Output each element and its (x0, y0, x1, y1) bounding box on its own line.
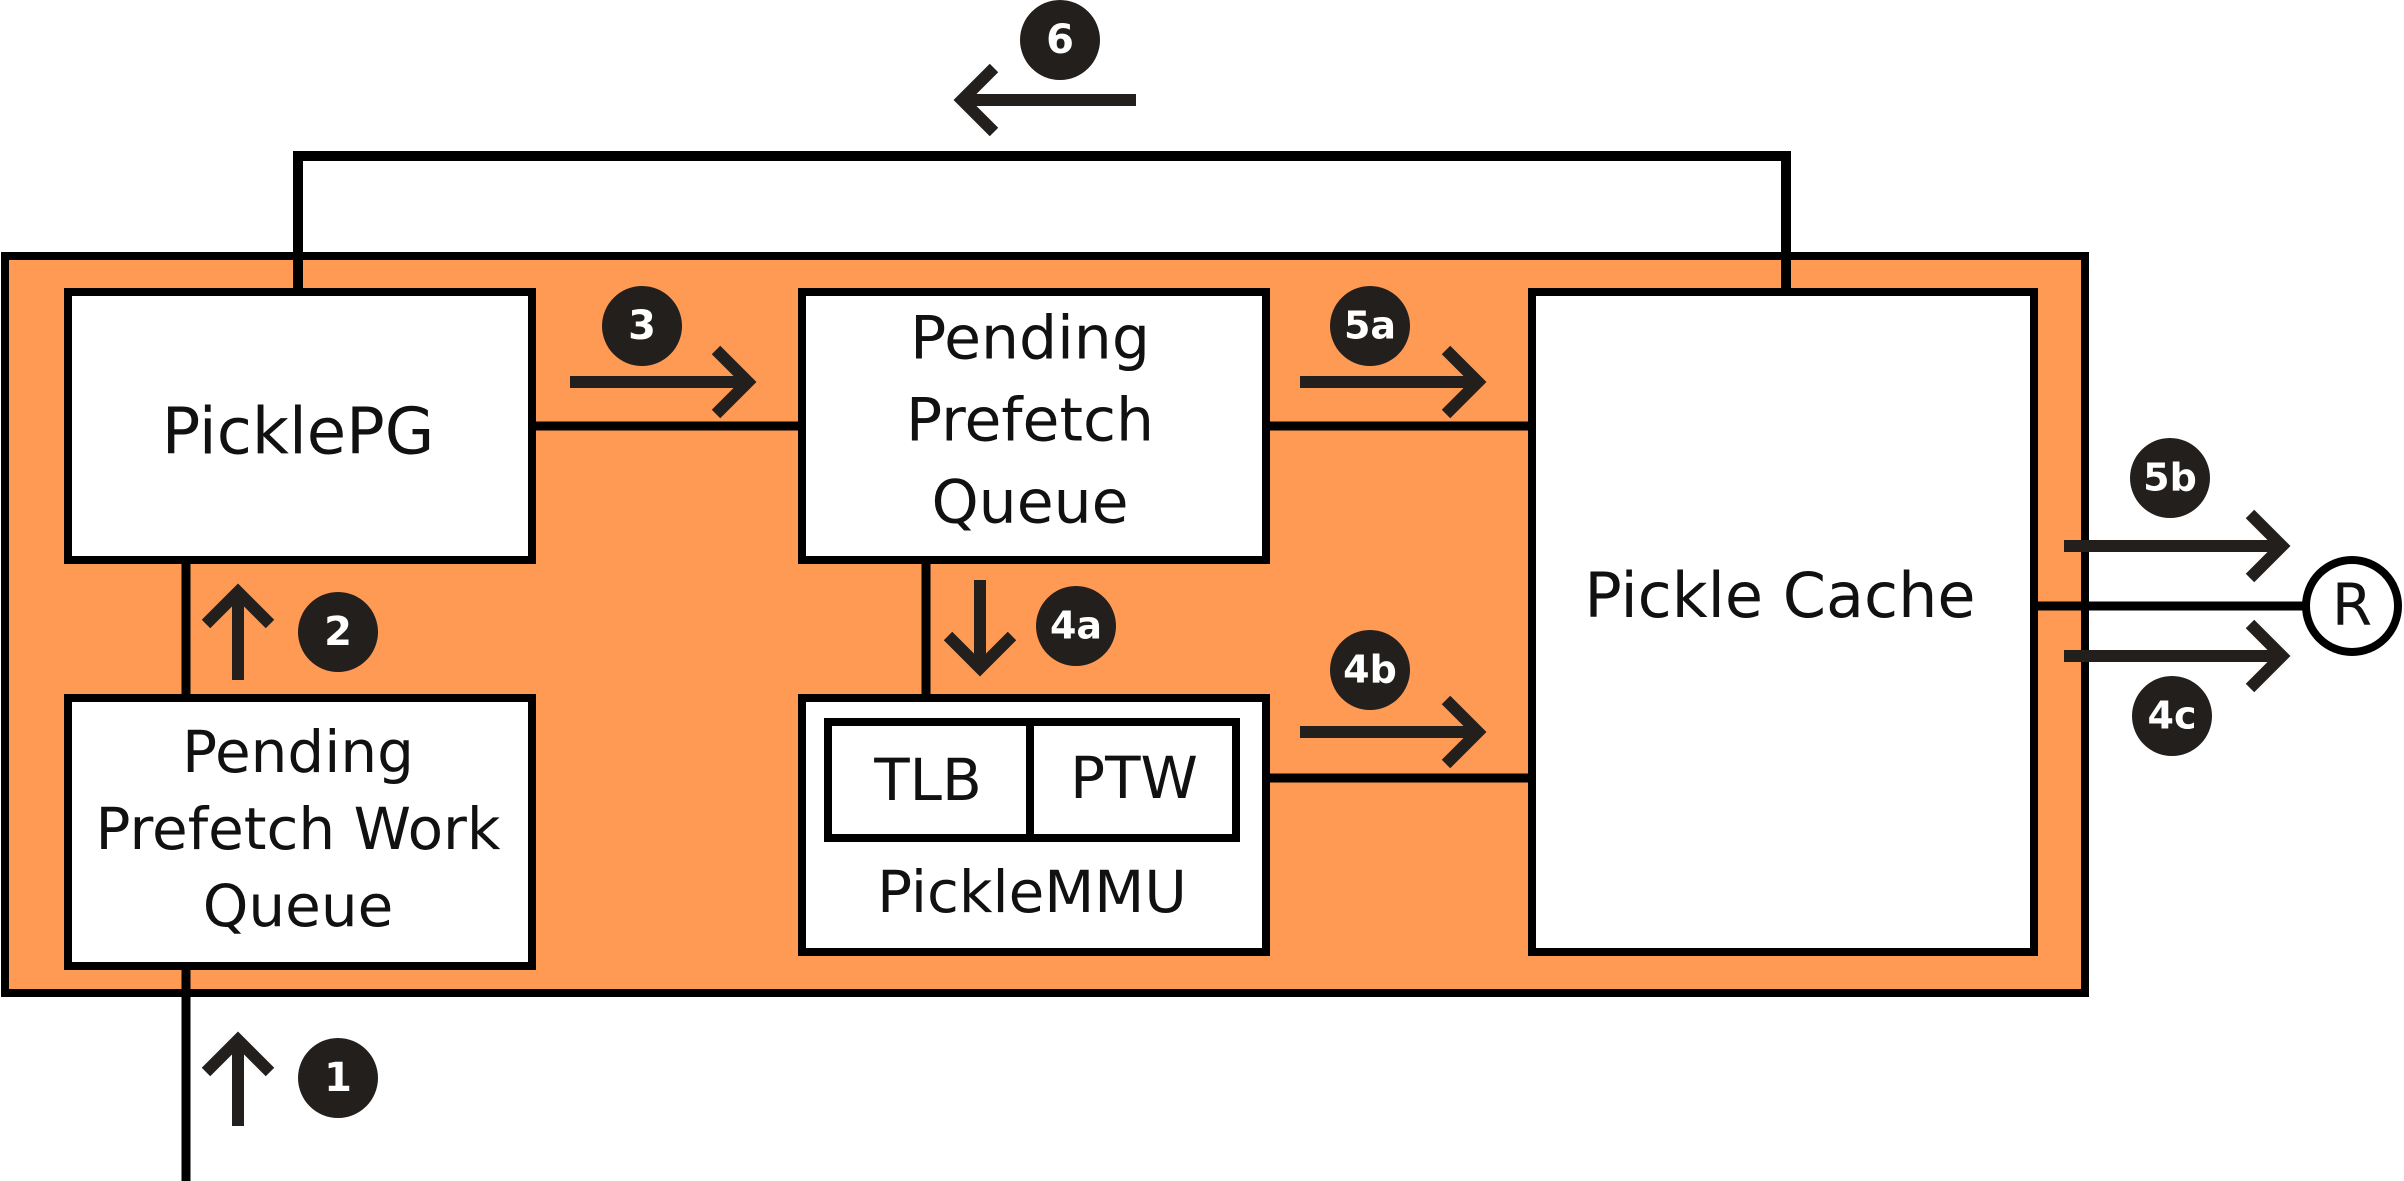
tlb-label: TLB (873, 746, 982, 814)
feedback-loop-wire (293, 151, 1791, 290)
pickle-cache-block: Pickle Cache (1528, 288, 2038, 956)
pickle-cache-label: Pickle Cache (1584, 559, 1975, 632)
badge-step-1: 1 (298, 1038, 378, 1118)
pending-prefetch-work-queue-block: Pending Prefetch Work Queue (64, 694, 536, 970)
badge-step-3: 3 (602, 286, 682, 366)
arrow-step-5b (2064, 509, 2291, 583)
prefetch-queue-label-line-1: Pending (910, 304, 1150, 374)
work-queue-label-line-2: Prefetch Work (95, 795, 500, 863)
picklepg-label: PicklePG (162, 396, 435, 470)
badge-step-6-label: 6 (1046, 17, 1074, 63)
arrow-step-2 (201, 583, 275, 680)
badge-step-1-label: 1 (324, 1055, 352, 1101)
badge-step-6: 6 (1020, 0, 1100, 80)
prefetch-queue-label-line-2: Prefetch (906, 386, 1154, 456)
badge-step-4a-label: 4a (1050, 604, 1102, 648)
arrow-step-5a (1300, 345, 1487, 419)
badge-step-5b-label: 5b (2143, 456, 2197, 500)
ptw-label: PTW (1070, 744, 1198, 812)
badge-step-4c-label: 4c (2148, 694, 2197, 738)
badge-step-2-label: 2 (324, 609, 352, 655)
arrow-step-1 (201, 1031, 275, 1126)
work-queue-label-line-3: Queue (203, 872, 394, 940)
badge-step-5a: 5a (1330, 286, 1410, 366)
badge-step-2: 2 (298, 592, 378, 672)
picklemmu-block: TLB PTW PickleMMU (798, 694, 1270, 956)
prefetch-queue-label-line-3: Queue (931, 468, 1128, 538)
badge-step-4a: 4a (1036, 586, 1116, 666)
badge-step-5a-label: 5a (1344, 304, 1396, 348)
badge-step-3-label: 3 (628, 303, 656, 349)
arrow-step-6 (953, 63, 1136, 137)
r-node-label: R (2332, 571, 2372, 639)
arrow-step-3 (570, 345, 757, 419)
badge-step-4b-label: 4b (1343, 648, 1397, 692)
badge-step-4b: 4b (1330, 630, 1410, 710)
picklepg-block: PicklePG (64, 288, 536, 564)
arrow-step-4a (943, 580, 1017, 677)
r-node: R (2302, 556, 2402, 656)
tlb-block (824, 718, 1034, 842)
badge-step-5b: 5b (2130, 438, 2210, 518)
arrow-step-4b (1300, 695, 1487, 769)
arrow-step-4c (2064, 619, 2291, 693)
pending-prefetch-queue-block: Pending Prefetch Queue (798, 288, 1270, 564)
work-queue-label-line-1: Pending (182, 718, 414, 786)
picklemmu-label: PickleMMU (877, 858, 1187, 926)
ptw-block (1026, 718, 1240, 842)
badge-step-4c: 4c (2132, 676, 2212, 756)
